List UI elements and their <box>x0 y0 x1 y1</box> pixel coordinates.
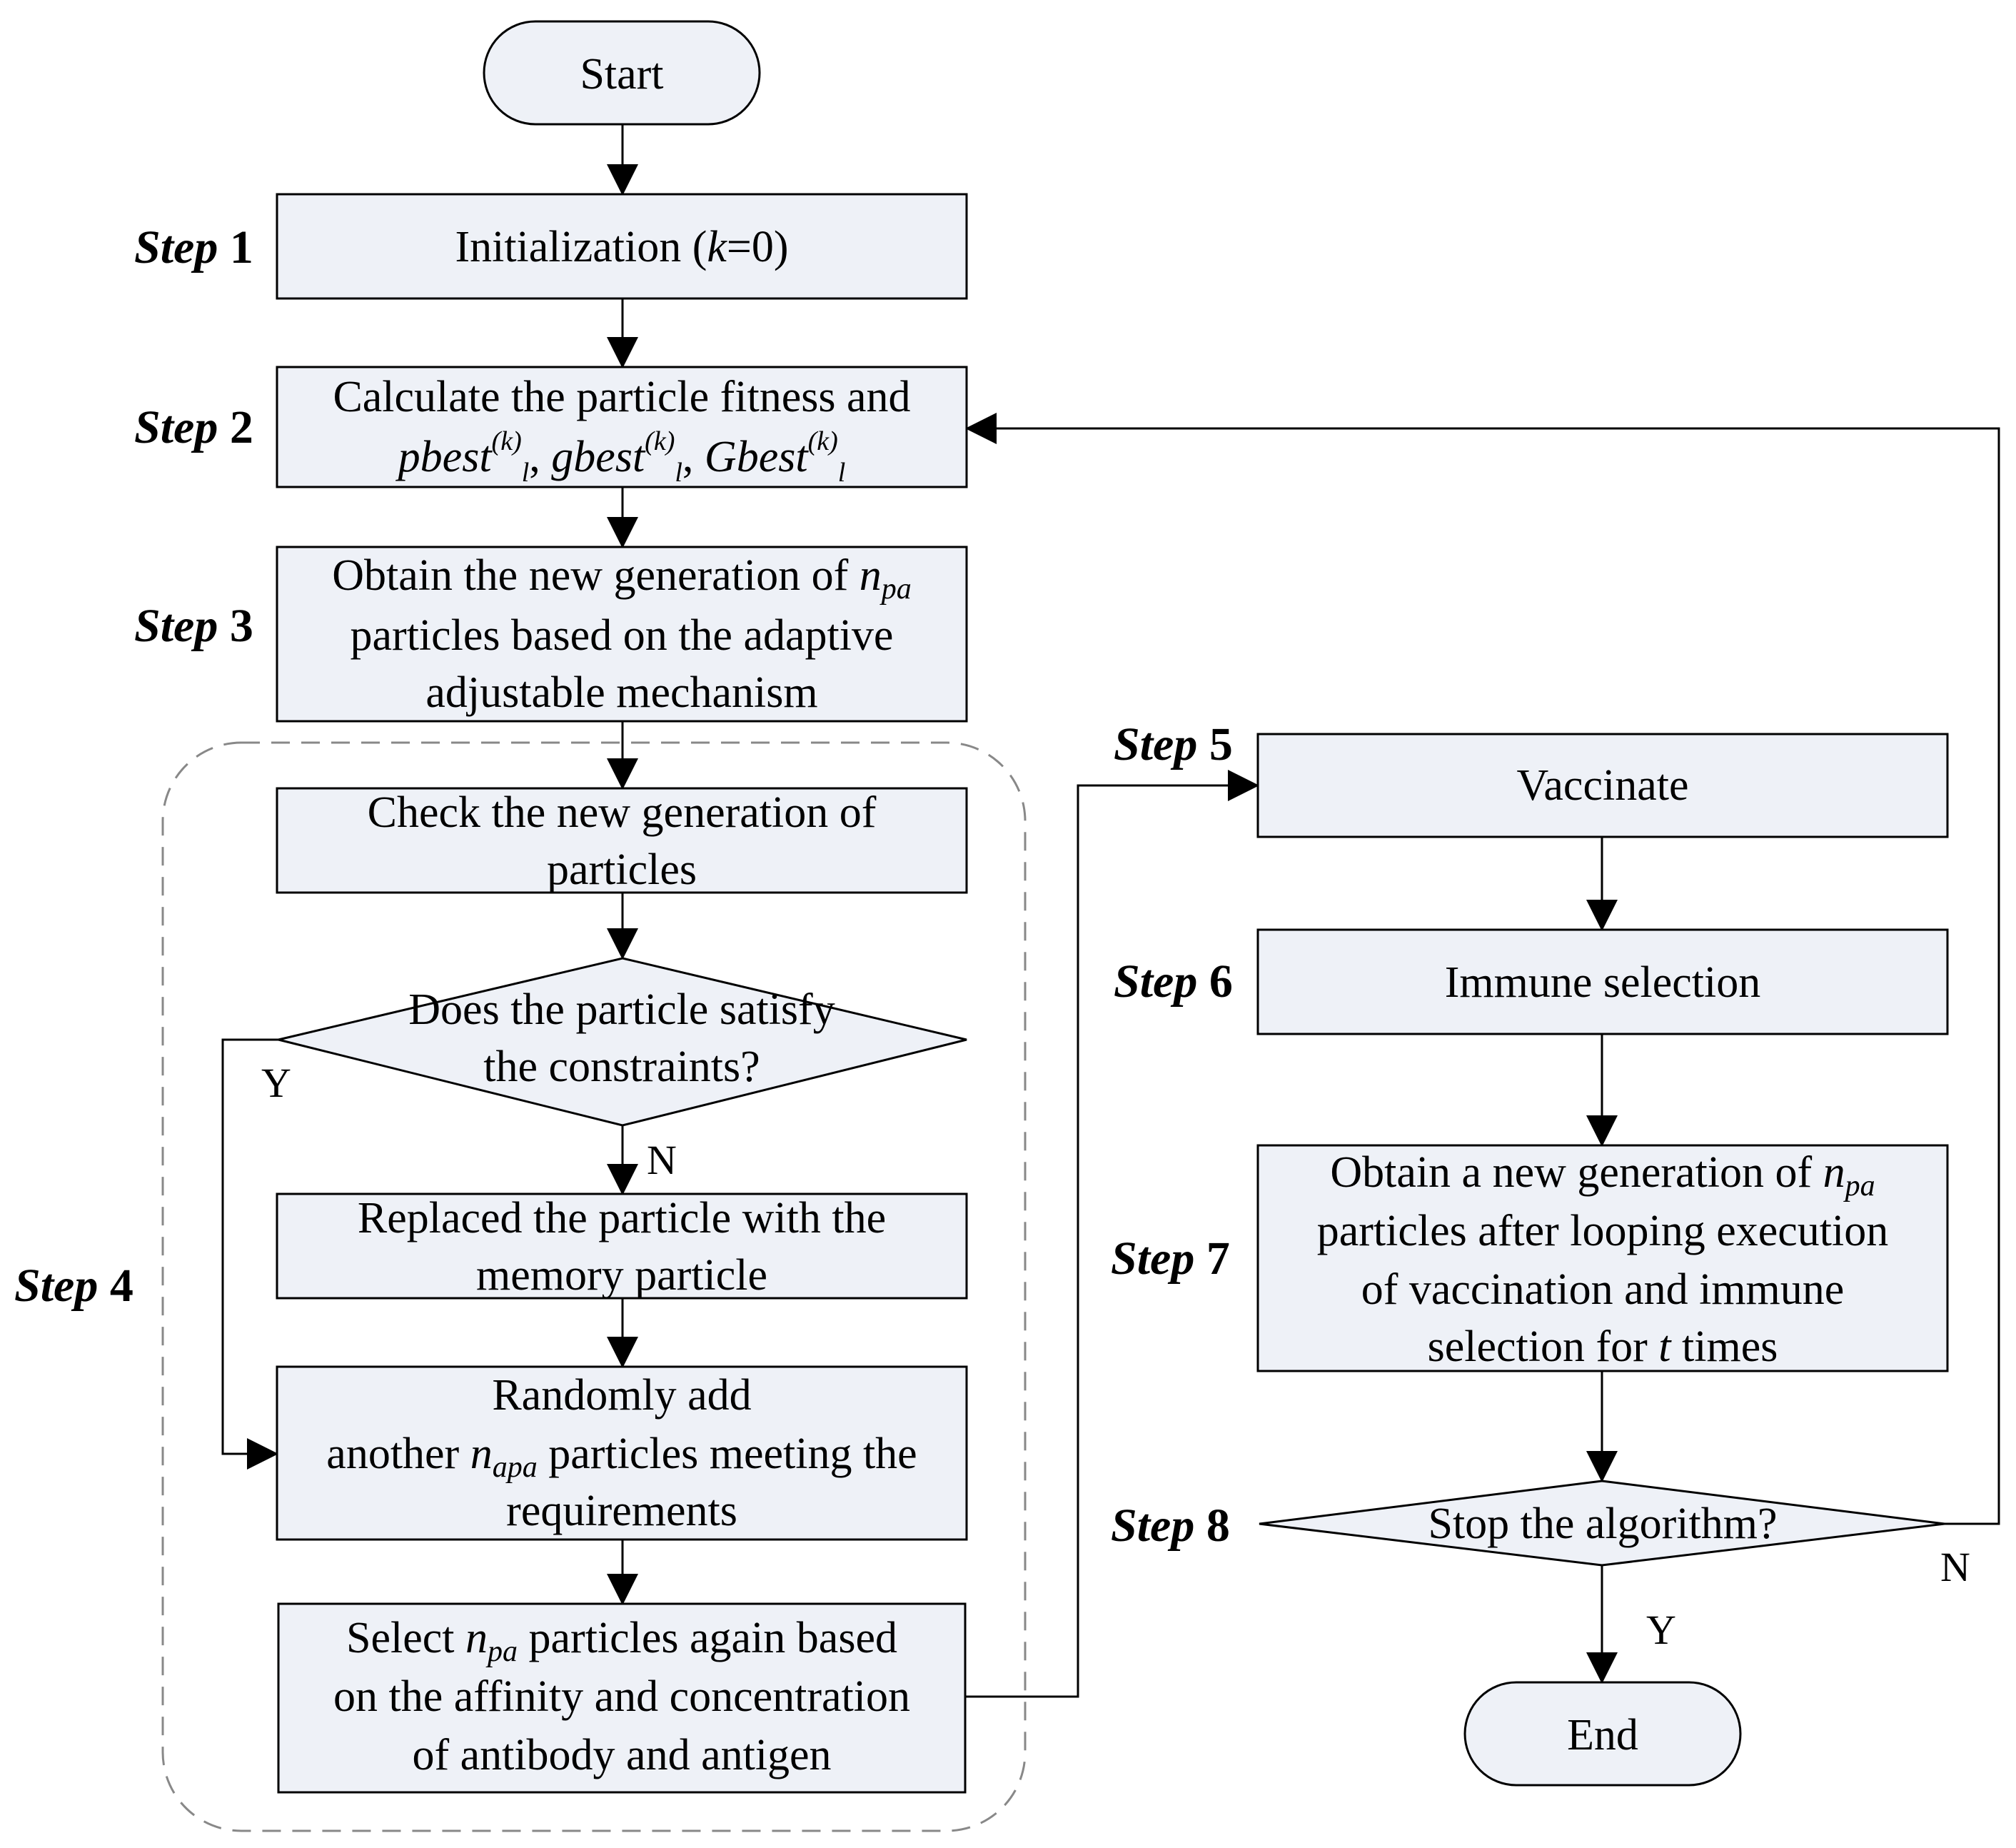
obtain-new-line4: selection for t times <box>1428 1322 1778 1371</box>
replace-box: Replaced the particle with the memory pa… <box>276 1192 968 1300</box>
step-3-label: Step 3 <box>134 600 253 652</box>
fitness-box: Calculate the particle fitness and pbest… <box>276 366 968 488</box>
init-box: Initialization (k=0) <box>276 193 968 300</box>
constraint-line1: Does the particle satisfy <box>408 985 835 1034</box>
arrow-select-vaccinate <box>965 770 1259 1698</box>
stop-no-label: N <box>1940 1544 1970 1590</box>
replace-line2: memory particle <box>476 1251 767 1300</box>
stop-yes-label: Y <box>1646 1607 1676 1653</box>
connectors <box>221 124 2000 1698</box>
step-5-label: Step 5 <box>1114 718 1233 770</box>
check-line2: particles <box>547 845 697 894</box>
fitness-line2: pbest(k)l, gbest(k)l, Gbest(k)l <box>395 426 846 488</box>
check-line1: Check the new generation of <box>368 788 877 837</box>
constraint-decision: Does the particle satisfy the constraint… <box>278 957 967 1127</box>
arrow-stop-no-fitness <box>965 413 2000 1525</box>
random-add-line1: Randomly add <box>492 1371 751 1420</box>
constraint-no-label: N <box>647 1137 677 1183</box>
step-labels: Step 1 Step 2 Step 3 Step 4 Step 5 Step … <box>14 221 1233 1552</box>
immune-selection-box: Immune selection <box>1256 928 1949 1035</box>
step-1-label: Step 1 <box>134 221 253 273</box>
vaccinate-box: Vaccinate <box>1256 733 1949 838</box>
step-6-label: Step 6 <box>1114 955 1233 1008</box>
select-box: Select npa particles again based on the … <box>277 1602 967 1794</box>
check-box: Check the new generation of particles <box>276 787 968 894</box>
random-add-line2: another napa particles meeting the <box>326 1430 917 1484</box>
step-7-label: Step 7 <box>1111 1232 1230 1285</box>
obtain-new-box: Obtain a new generation of npa particles… <box>1256 1144 1949 1372</box>
select-line3: of antibody and antigen <box>412 1731 831 1779</box>
step4-group-boundary <box>161 741 1027 1832</box>
random-add-box: Randomly add another napa particles meet… <box>276 1365 968 1541</box>
fitness-line1: Calculate the particle fitness and <box>333 373 910 421</box>
obtain-line2: particles based on the adaptive <box>351 611 894 660</box>
end-node: End <box>1463 1681 1742 1787</box>
select-line2: on the affinity and concentration <box>333 1672 910 1721</box>
random-add-line3: requirements <box>506 1487 737 1535</box>
step-2-label: Step 2 <box>134 401 253 453</box>
obtain-line3: adjustable mechanism <box>425 668 817 717</box>
obtain-new-line2: particles after looping execution <box>1317 1207 1889 1255</box>
obtain-new-line1: Obtain a new generation of npa <box>1330 1148 1875 1202</box>
constraint-yes-label: Y <box>261 1060 291 1106</box>
start-label: Start <box>580 50 663 99</box>
step-8-label: Step 8 <box>1111 1500 1230 1552</box>
stop-label: Stop the algorithm? <box>1428 1500 1777 1548</box>
stop-decision: Stop the algorithm? <box>1259 1480 1945 1567</box>
init-label: Initialization (k=0) <box>455 223 788 271</box>
select-line1: Select npa particles again based <box>346 1614 897 1668</box>
vaccinate-label: Vaccinate <box>1517 761 1689 810</box>
obtain-line1: Obtain the new generation of npa <box>332 551 912 606</box>
end-label: End <box>1567 1711 1638 1759</box>
constraint-line2: the constraints? <box>483 1043 760 1091</box>
obtain-box: Obtain the new generation of npa particl… <box>276 546 968 723</box>
arrow-constraint-yes-random <box>221 1038 278 1470</box>
immune-selection-label: Immune selection <box>1445 958 1760 1007</box>
step-4-label: Step 4 <box>14 1260 133 1312</box>
obtain-new-line3: of vaccination and immune <box>1361 1265 1845 1314</box>
replace-line1: Replaced the particle with the <box>358 1194 886 1242</box>
start-node: Start <box>483 20 761 126</box>
edge-labels: Y N N Y <box>261 1060 1970 1653</box>
